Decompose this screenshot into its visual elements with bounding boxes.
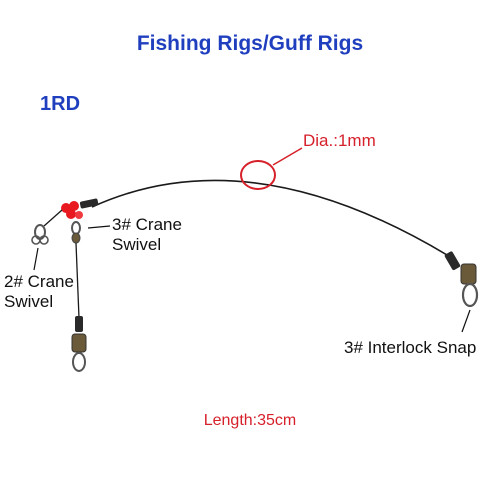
length-label: Length:35cm [203, 412, 297, 429]
left-leader-wire [43, 209, 63, 227]
diameter-leader-line [272, 147, 303, 166]
label-crane-swivel-3-line1: 3# Crane [112, 215, 182, 234]
label-interlock-snap: 3# Interlock Snap [344, 338, 477, 357]
red-bead-3 [66, 209, 76, 219]
red-bead-4 [75, 211, 83, 219]
model-code: 1RD [40, 93, 81, 115]
diameter-marker-circle [240, 160, 276, 190]
dropper-snap [71, 333, 87, 372]
crimp-sleeve-left [79, 198, 99, 209]
dropper-wire [75, 242, 80, 319]
main-wire [91, 179, 453, 259]
crane-swivel-3 [71, 221, 81, 244]
crane-swivel-2 [31, 224, 49, 245]
page-title: Fishing Rigs/Guff Rigs [136, 32, 364, 55]
red-bead-2 [69, 201, 79, 211]
crimp-sleeve-right [444, 251, 461, 271]
crimp-sleeve-dropper [75, 316, 83, 332]
label-crane-swivel-3-line2: Swivel [112, 235, 162, 254]
label-crane-swivel-2-line1: 2# Crane [4, 272, 74, 291]
diameter-label: Dia.:1mm [303, 131, 376, 150]
label-crane-swivel-2-line2: Swivel [4, 292, 54, 311]
interlock-snap-pointer [461, 309, 471, 333]
interlock-snap [460, 263, 479, 308]
crane-swivel-2-pointer [33, 247, 39, 271]
label-crane-swivel-2: 2# Crane Swivel [4, 272, 74, 312]
label-crane-swivel-3: 3# Crane Swivel [112, 215, 182, 255]
crane-swivel-3-pointer [87, 225, 111, 229]
